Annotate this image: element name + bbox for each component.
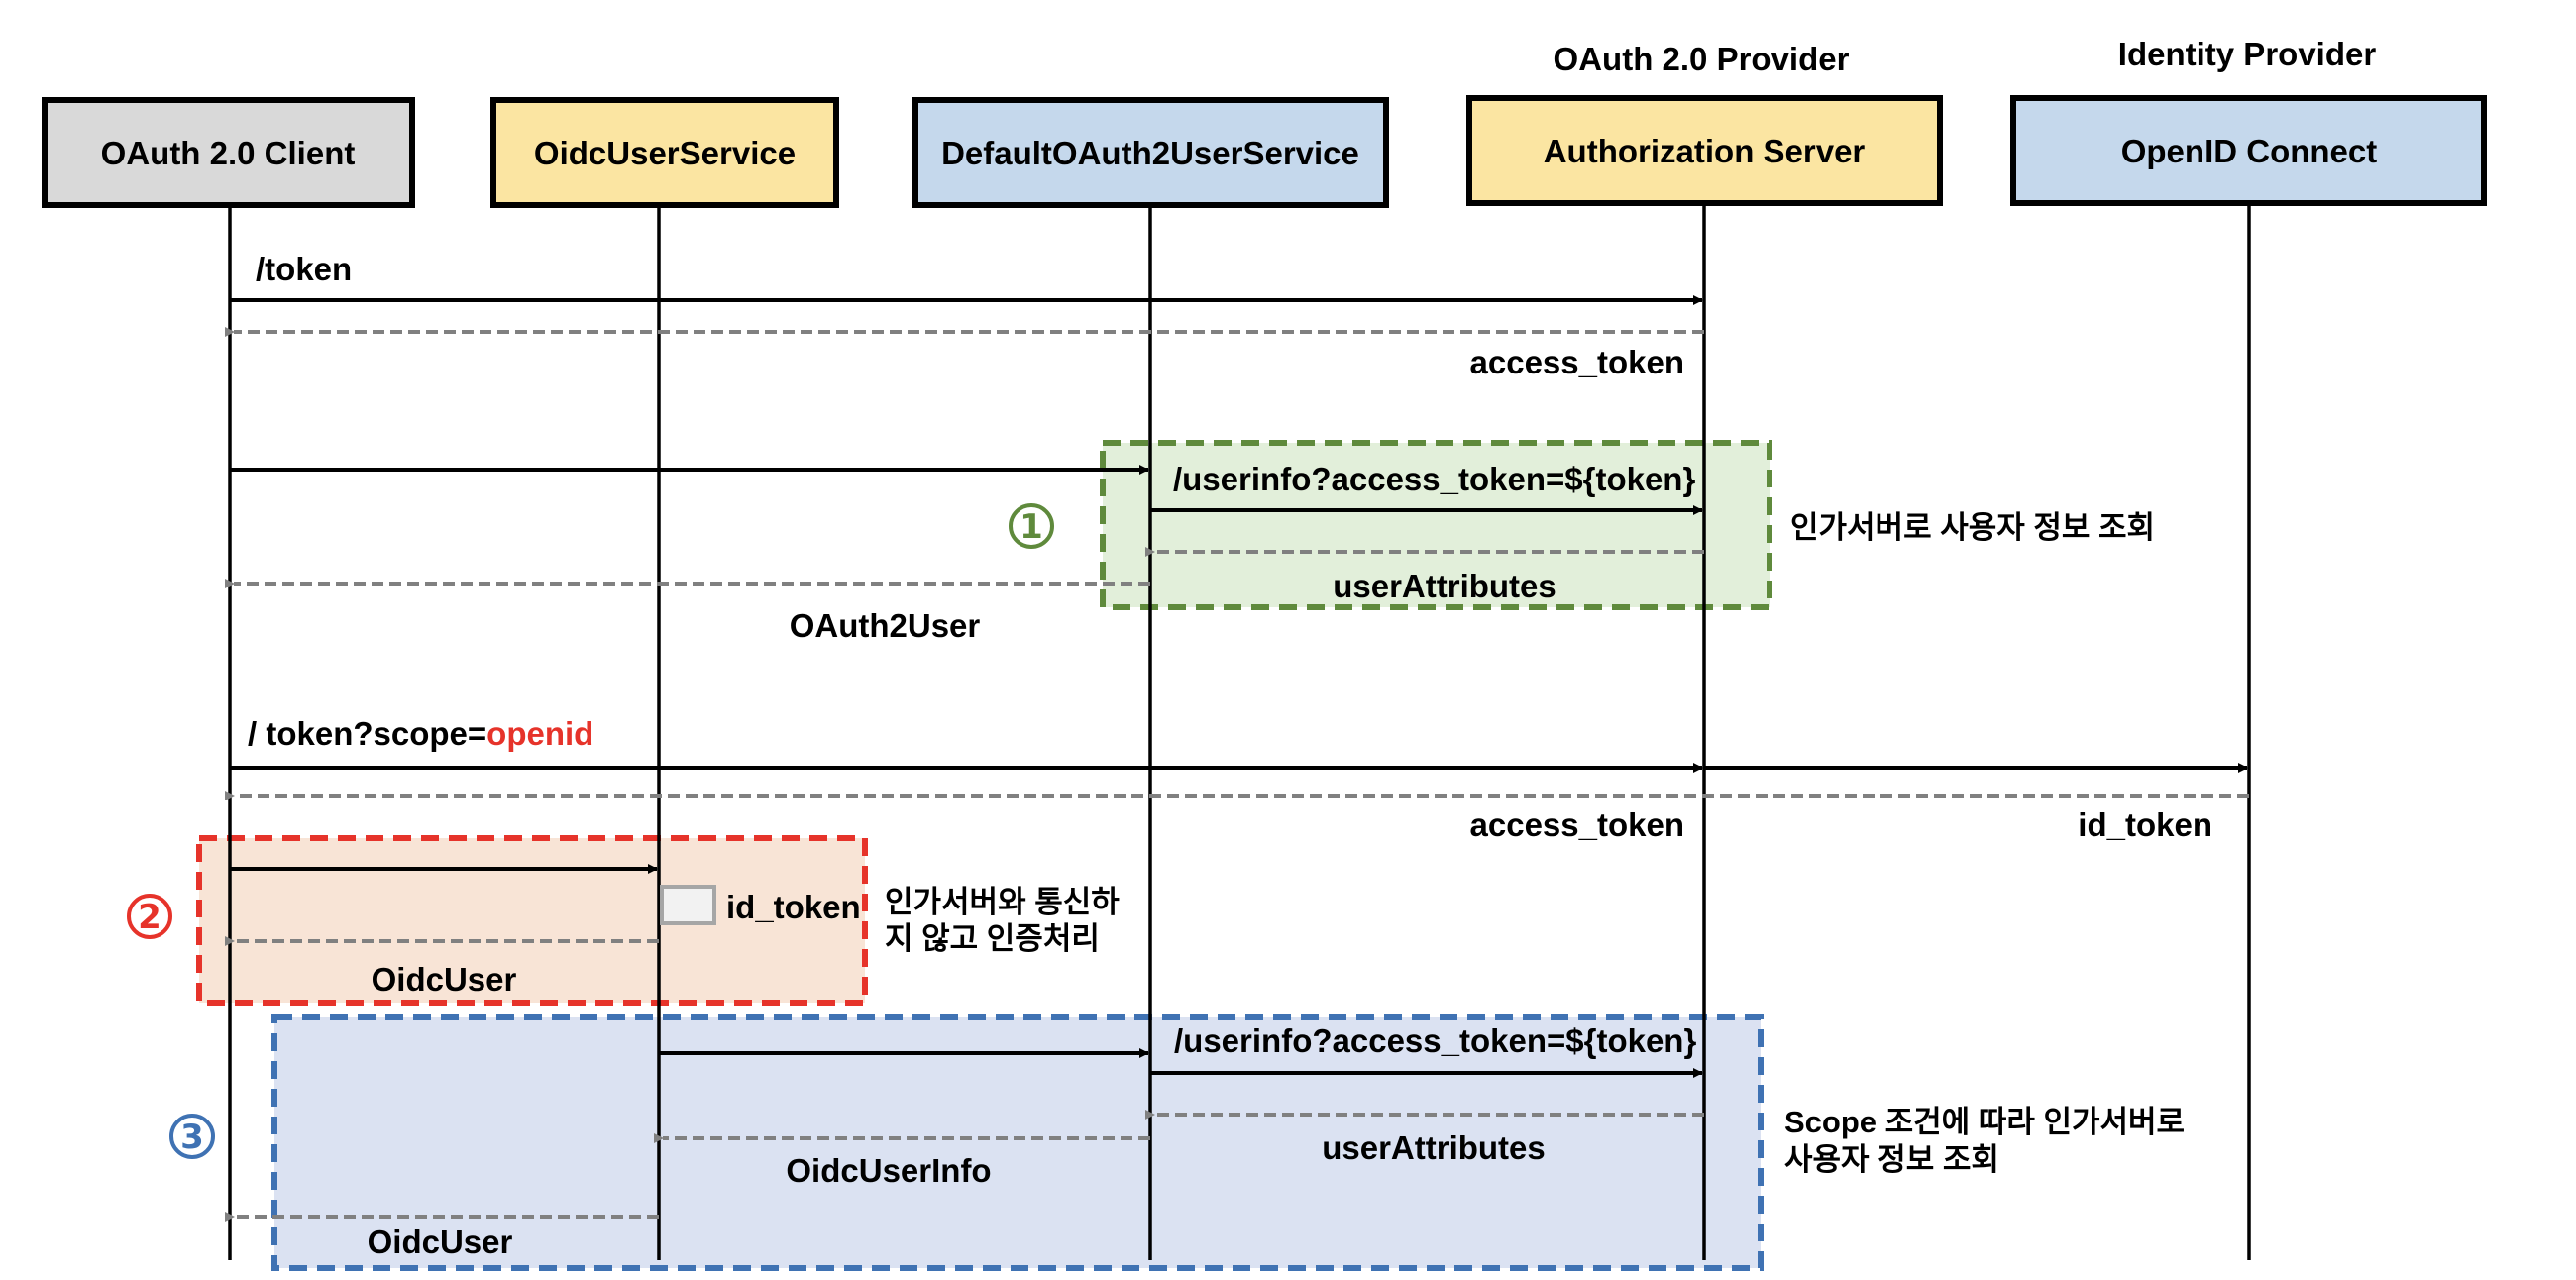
userinfo-request-3-label: /userinfo?access_token=${token}: [1174, 1022, 1696, 1059]
step-3-number: 3: [180, 1118, 204, 1157]
oidc-user-2-label: OidcUser: [372, 961, 517, 998]
step-2-note: 인가서버와 통신하 지 않고 인증처리: [885, 885, 1127, 956]
openid-access-token-label: access_token: [1470, 806, 1684, 843]
step-1-number: 1: [1020, 507, 1043, 547]
step-2-group-box: [196, 835, 868, 1006]
openid-request-prefix: / token?scope=: [248, 715, 486, 752]
token-response-label: access_token: [1470, 344, 1684, 380]
token-request-label: /token: [256, 251, 352, 287]
participant-openid-connect-label: OpenID Connect: [2121, 133, 2378, 169]
step-1-note-line: 인가서버로 사용자 정보 조회: [1790, 510, 2155, 545]
openid-id-token-label: id_token: [2078, 806, 2212, 843]
oauth-provider-label: OAuth 2.0 Provider: [1554, 41, 1850, 77]
id-token-local-label: id_token: [726, 889, 861, 925]
openid-scope-highlight: openid: [486, 715, 593, 752]
user-attributes-1-label: userAttributes: [1333, 568, 1556, 604]
circled-one-icon: 1: [1009, 503, 1054, 549]
participant-oidc-user-service-label: OidcUserService: [534, 135, 796, 171]
openid-request-label: / token?scope=openid: [248, 715, 593, 752]
oauth2user-label: OAuth2User: [790, 607, 981, 644]
step-2-note-line-1: 인가서버와 통신하: [885, 885, 1120, 919]
circled-three-icon: 3: [169, 1114, 215, 1159]
step-1-group-box: [1100, 440, 1772, 610]
step-2-note-line-2: 지 않고 인증처리: [885, 921, 1100, 956]
step-3-note: Scope 조건에 따라 인가서버로 사용자 정보 조회: [1784, 1105, 2194, 1177]
step-3-group-box: [271, 1014, 1764, 1271]
oidc-user-3-label: OidcUser: [368, 1224, 513, 1260]
step-1-note: 인가서버로 사용자 정보 조회: [1790, 510, 2155, 545]
participant-oidc-user-service: OidcUserService: [490, 97, 839, 208]
participant-openid-connect: OpenID Connect: [2010, 95, 2487, 206]
circled-two-icon: 2: [127, 894, 172, 939]
user-attributes-3-label: userAttributes: [1322, 1129, 1546, 1166]
id-token-activation-box: [660, 885, 716, 925]
oidc-user-info-label: OidcUserInfo: [786, 1152, 991, 1189]
userinfo-request-1-label: /userinfo?access_token=${token}: [1173, 461, 1695, 497]
participant-client: OAuth 2.0 Client: [42, 97, 415, 208]
participant-client-label: OAuth 2.0 Client: [101, 135, 356, 171]
participant-authorization-server: Authorization Server: [1466, 95, 1943, 206]
identity-provider-label: Identity Provider: [2118, 36, 2377, 72]
participant-default-oauth2-user-service-label: DefaultOAuth2UserService: [941, 135, 1359, 171]
step-3-note-line-1: Scope 조건에 따라 인가서버로: [1784, 1105, 2185, 1139]
participant-authorization-server-label: Authorization Server: [1544, 133, 1866, 169]
step-2-number: 2: [138, 898, 161, 937]
participant-default-oauth2-user-service: DefaultOAuth2UserService: [912, 97, 1389, 208]
step-3-note-line-2: 사용자 정보 조회: [1784, 1142, 1999, 1177]
